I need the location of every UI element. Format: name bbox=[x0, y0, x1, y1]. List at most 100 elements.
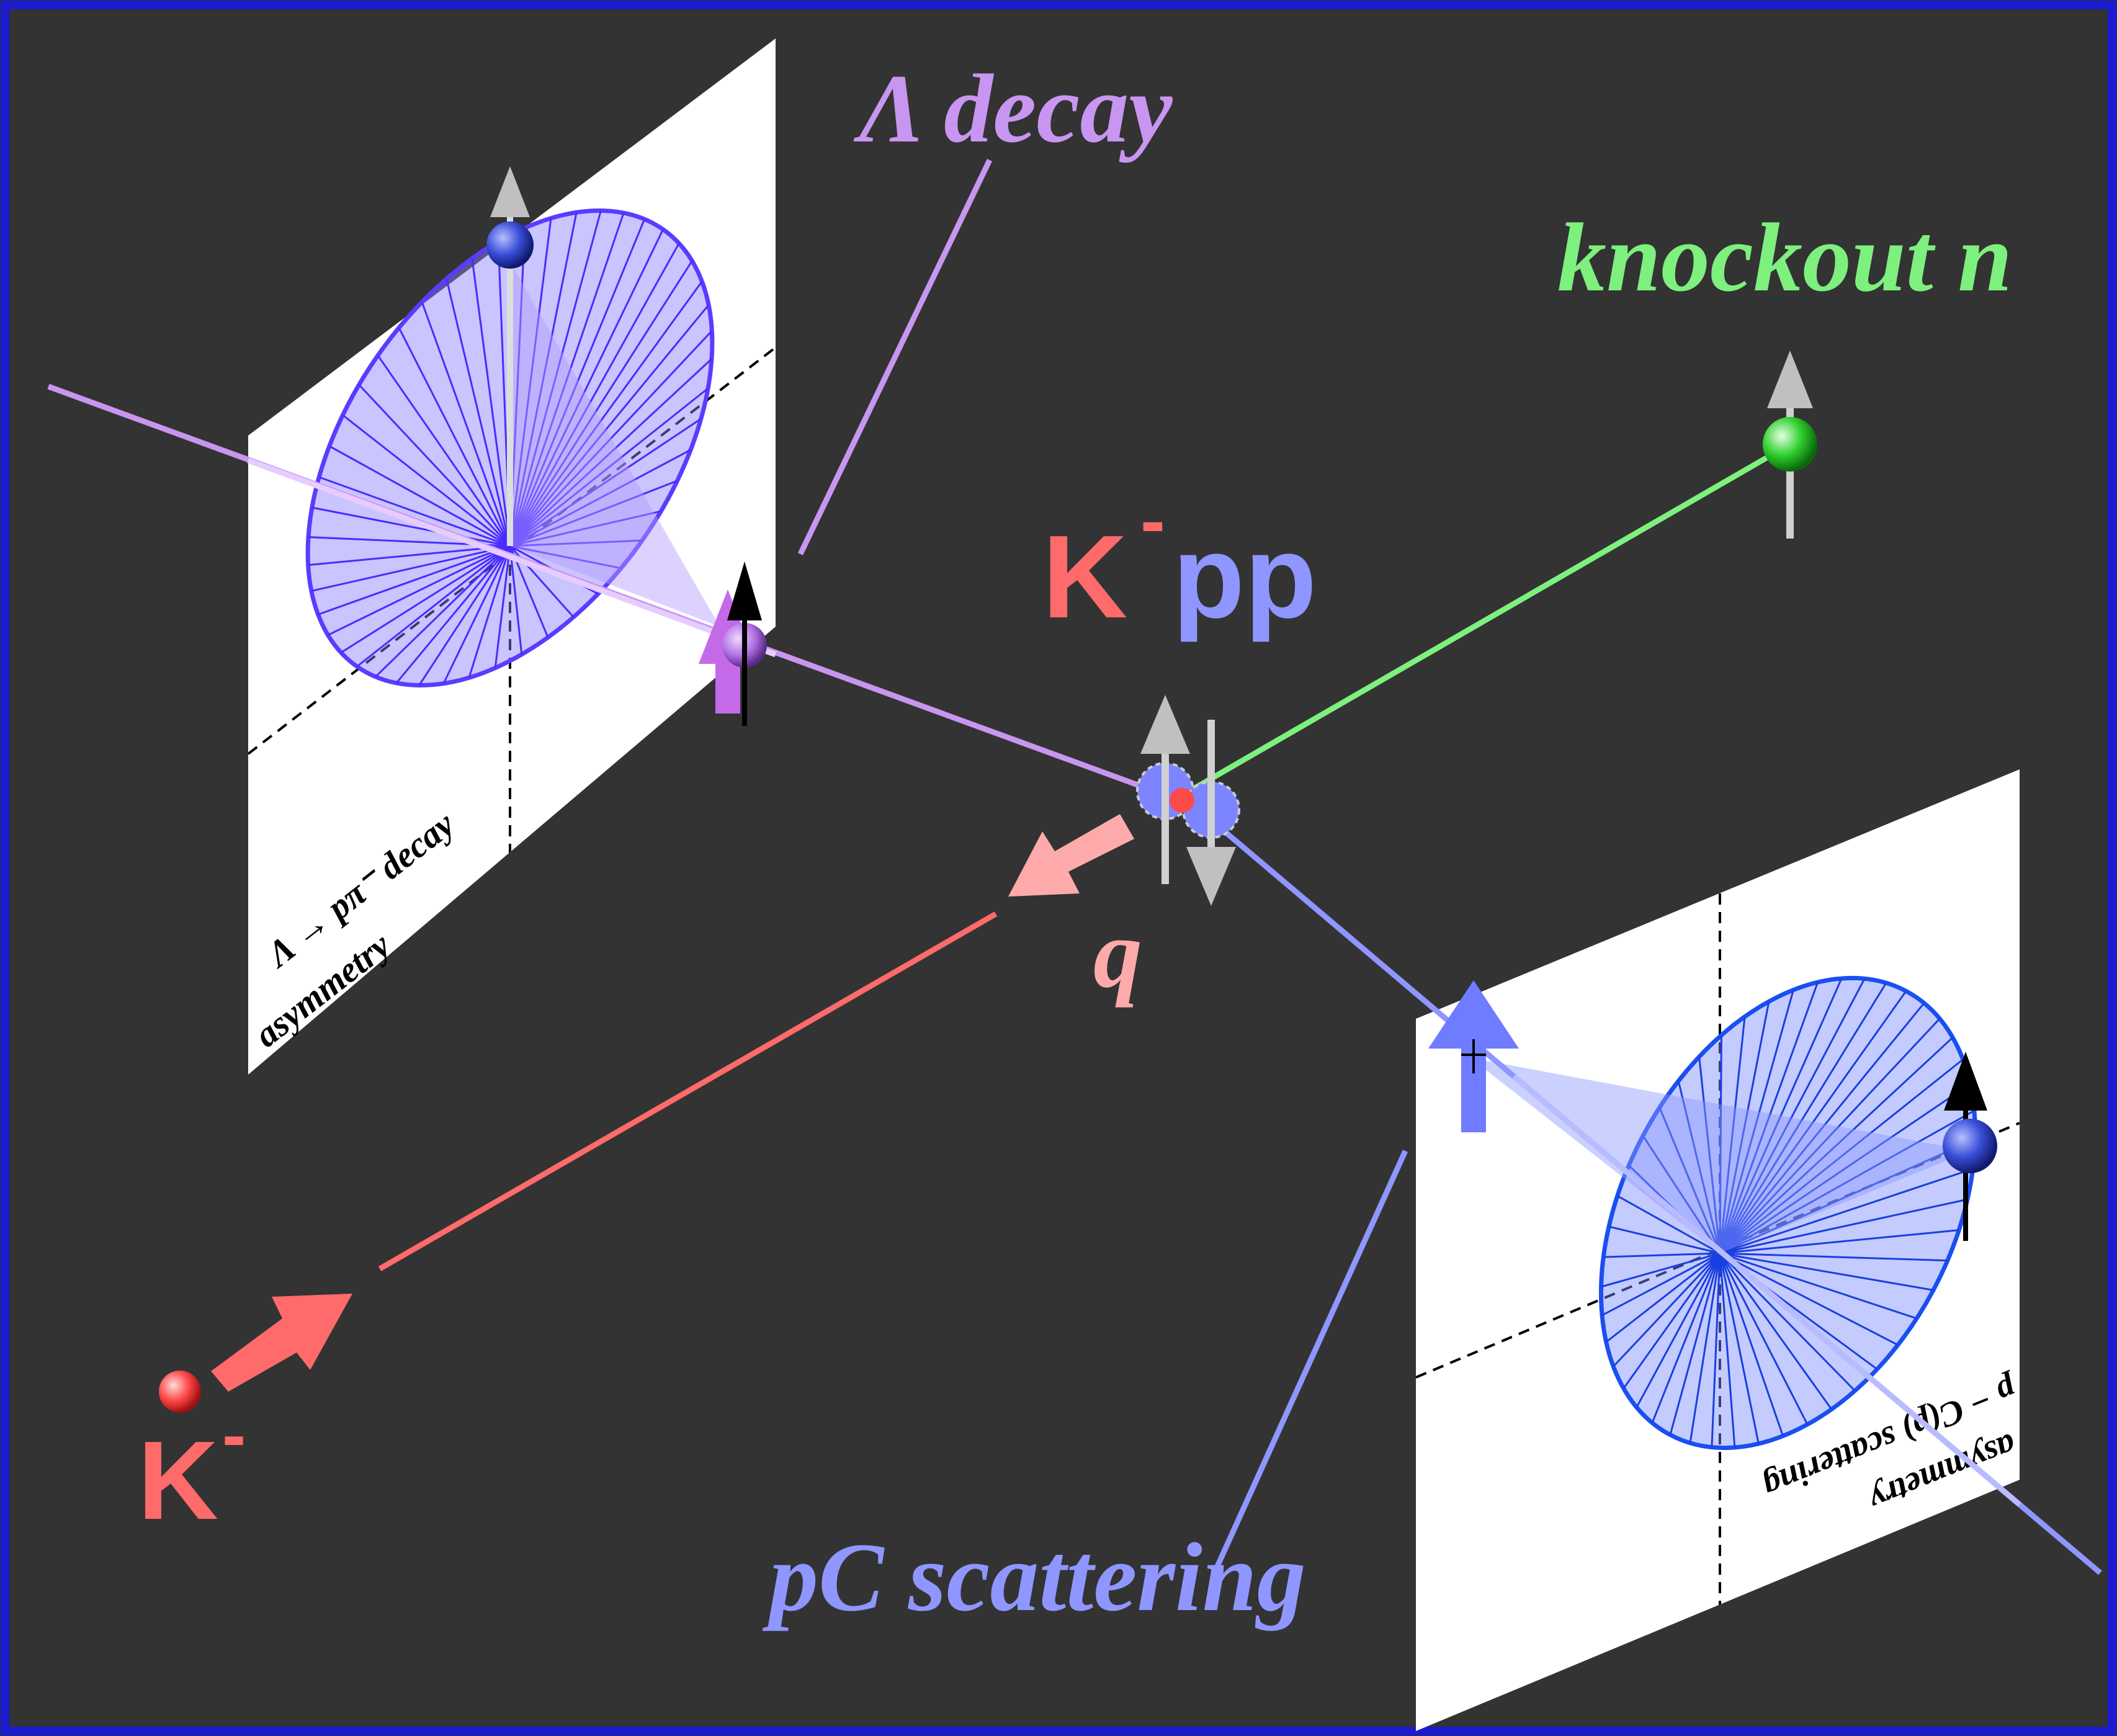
cone-spoke bbox=[509, 510, 661, 547]
knockout-neutron-track bbox=[1177, 442, 1792, 800]
cone-spoke bbox=[340, 545, 511, 654]
kpp-vertex bbox=[1136, 695, 1240, 906]
cone-spoke bbox=[509, 358, 713, 547]
incoming-kaon bbox=[159, 1294, 352, 1413]
vertex-spin-down-arrowhead bbox=[1186, 847, 1236, 906]
cone-spoke bbox=[509, 243, 680, 547]
cone-spoke bbox=[1669, 1253, 1721, 1435]
cone-spoke bbox=[1719, 1001, 1770, 1254]
kpp-label-minus: - bbox=[1140, 479, 1165, 562]
cone-spoke bbox=[509, 387, 709, 547]
cone-spoke bbox=[509, 480, 678, 547]
cone-spoke bbox=[1719, 978, 1843, 1254]
cone-spoke bbox=[421, 302, 511, 547]
right-cone-spokes bbox=[1601, 978, 1976, 1448]
cone-spoke bbox=[1622, 1253, 1721, 1389]
cone-spoke bbox=[1719, 1253, 1736, 1448]
cone-spoke bbox=[377, 355, 511, 547]
cone-spoke bbox=[1698, 1057, 1721, 1254]
cone-spoke bbox=[1719, 1252, 1899, 1346]
cone-spoke bbox=[329, 445, 511, 547]
knockout-neutron bbox=[1763, 351, 1817, 539]
cone-spoke bbox=[509, 539, 643, 547]
kpp-label-k: K bbox=[1042, 511, 1127, 643]
cone-spoke bbox=[1719, 1138, 1976, 1255]
k-minus-label-k: K bbox=[138, 1418, 218, 1543]
kaon-momentum-arrow bbox=[211, 1294, 352, 1392]
cone-spoke bbox=[358, 384, 511, 547]
cone-spoke bbox=[442, 545, 511, 684]
cone-spoke bbox=[509, 545, 622, 570]
cone-spoke bbox=[318, 476, 511, 547]
lambda-decay-leader-line bbox=[797, 159, 993, 555]
knockout-neutron-label: knockout n bbox=[1557, 204, 2012, 312]
cone-spoke bbox=[1719, 1198, 1968, 1255]
vertex-spin-up-arrowhead bbox=[1140, 695, 1190, 754]
cone-spoke bbox=[509, 218, 646, 547]
scattered-proton bbox=[1428, 980, 1997, 1241]
k-minus-label-minus: - bbox=[222, 1395, 246, 1475]
cone-spoke bbox=[418, 545, 511, 686]
cone-spoke bbox=[398, 327, 511, 547]
cone-spoke bbox=[1601, 1252, 1721, 1317]
cone-spoke bbox=[318, 545, 511, 615]
cone-spoke bbox=[1719, 1253, 1833, 1410]
cone-spoke bbox=[1603, 1252, 1721, 1258]
cone-spoke bbox=[1608, 1225, 1721, 1255]
kpp-label: K - pp bbox=[1042, 479, 1317, 643]
kpp-label-pp: pp bbox=[1173, 511, 1317, 643]
q-label: q bbox=[1093, 900, 1142, 1008]
cone-spoke bbox=[1636, 1253, 1721, 1408]
left-cone-spokes bbox=[308, 210, 713, 686]
right-panel-proton-sphere bbox=[1943, 1119, 1997, 1173]
cone-spoke bbox=[311, 545, 511, 592]
cone-spoke bbox=[327, 545, 511, 636]
kaon-sphere bbox=[159, 1371, 201, 1413]
cone-spoke bbox=[1617, 1195, 1721, 1255]
cone-spoke bbox=[1711, 1253, 1721, 1447]
cone-spoke bbox=[1719, 1253, 1784, 1436]
cone-spoke bbox=[1719, 1058, 1964, 1255]
lambda-particle bbox=[699, 562, 767, 726]
cone-spoke bbox=[356, 545, 511, 668]
proton-track-highlight bbox=[1512, 1074, 2021, 1507]
cone-spoke bbox=[1605, 1252, 1721, 1343]
cone-spoke bbox=[1658, 1107, 1721, 1254]
cone-spoke bbox=[509, 418, 702, 547]
cone-spoke bbox=[1719, 1016, 1746, 1254]
neutron-sphere bbox=[1763, 417, 1817, 472]
cone-spoke bbox=[1719, 1168, 1974, 1255]
cone-spoke bbox=[1613, 1252, 1721, 1367]
neutron-spin-arrowhead bbox=[1767, 351, 1813, 408]
cone-spoke bbox=[509, 212, 625, 547]
cone-spoke bbox=[509, 218, 552, 547]
cone-spoke bbox=[1601, 1252, 1721, 1288]
pc-scattering-label: pC scattering bbox=[762, 1523, 1306, 1632]
q-momentum-arrow bbox=[1008, 814, 1134, 897]
cone-spoke bbox=[1719, 1252, 1934, 1291]
cone-spoke bbox=[1719, 1229, 1959, 1255]
cone-spoke bbox=[1719, 1109, 1975, 1255]
cone-spoke bbox=[342, 414, 511, 547]
cone-spoke bbox=[311, 506, 511, 547]
cone-spoke bbox=[1719, 990, 1794, 1254]
left-panel-proton-sphere bbox=[486, 221, 534, 269]
cone-spoke bbox=[1651, 1253, 1721, 1423]
cone-spoke bbox=[1719, 982, 1887, 1254]
cone-spoke bbox=[1719, 1253, 1760, 1444]
cone-spoke bbox=[1689, 1253, 1721, 1444]
left-cone-wedge bbox=[510, 262, 720, 627]
cone-spoke bbox=[1719, 1252, 1948, 1262]
cone-spoke bbox=[468, 545, 511, 678]
cone-spoke bbox=[1719, 1252, 1856, 1392]
cone-spoke bbox=[509, 304, 710, 547]
cone-spoke bbox=[395, 545, 511, 684]
cone-spoke bbox=[1719, 1002, 1925, 1254]
cone-spoke bbox=[509, 229, 664, 547]
cone-spoke bbox=[509, 545, 523, 655]
cone-spoke bbox=[509, 210, 602, 547]
pc-scattering-leader-line bbox=[1210, 1150, 1408, 1577]
right-panel-spin-arrowhead bbox=[1944, 1052, 1987, 1111]
